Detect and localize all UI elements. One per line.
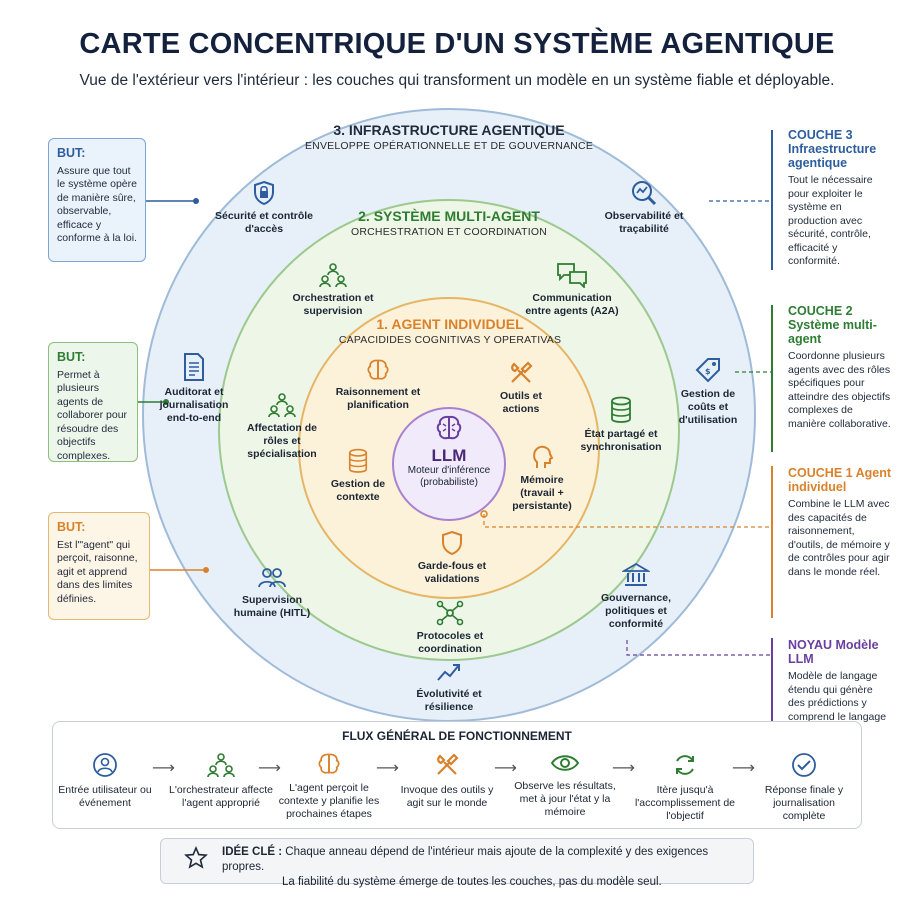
flow-step-1: Entrée utilisateur ou événement xyxy=(50,752,160,810)
page-title: CARTE CONCENTRIQUE D'UN SYSTÈME AGENTIQU… xyxy=(79,28,835,60)
refresh-icon xyxy=(676,755,694,775)
lock-icon xyxy=(254,180,274,206)
purpose-box-infrastructure: BUT: Assure que tout le système opère de… xyxy=(48,138,146,262)
middle-ring-subtitle: ORCHESTRATION ET COORDINATION xyxy=(351,226,547,238)
outer-node-scalability: Évolutivité et résilience xyxy=(399,660,499,714)
database-icon xyxy=(611,396,631,423)
brain-icon xyxy=(367,359,389,380)
purpose-box-agent: BUT: Est l'"agent" qui perçoit, raisonne… xyxy=(48,512,150,620)
team-icon xyxy=(207,753,235,778)
chat-bubbles-icon xyxy=(557,263,587,288)
inner-node-memory: Mémoire (travail + persistante) xyxy=(502,444,582,513)
brain-icon xyxy=(318,753,340,774)
flow-arrow: ⟶ xyxy=(732,760,755,777)
inner-node-guardrails: Garde-fous et validations xyxy=(406,530,498,586)
outer-ring-title: 3. INFRASTRUCTURE AGENTIQUE xyxy=(333,122,565,138)
middle-ring-title: 2. SYSTÈME MULTI-AGENT xyxy=(358,208,540,224)
inner-ring-subtitle: CAPACIDIDES COGNITIVAS Y OPERATIVAS xyxy=(338,334,562,346)
inner-node-tools: Outils et actions xyxy=(486,360,556,416)
magnifier-chart-icon xyxy=(632,181,657,206)
document-icon xyxy=(184,353,204,381)
check-icon xyxy=(792,753,816,777)
outer-ring-subtitle: ENVELOPPE OPÉRATIONNELLE ET DE GOUVERNAN… xyxy=(304,140,594,152)
institution-icon xyxy=(622,562,650,586)
key-idea-panel xyxy=(160,838,754,884)
svg-text:$: $ xyxy=(705,367,711,376)
flow-step-3: L'agent perçoit le contexte y planifie l… xyxy=(274,752,384,821)
database-icon xyxy=(348,448,368,473)
middle-node-protocols: Protocoles et coordination xyxy=(404,600,496,656)
inner-ring-title: 1. AGENT INDIVIDUEL xyxy=(376,316,524,332)
outer-node-observability: Observabilité et traçabilité xyxy=(594,180,694,236)
page-subtitle: Vue de l'extérieur vers l'intérieur : le… xyxy=(79,72,835,89)
team-icon xyxy=(319,263,347,288)
core-subtitle: Moteur d'inférence (probabiliste) xyxy=(407,465,491,488)
team-roles-icon xyxy=(268,393,296,418)
user-icon xyxy=(93,753,117,777)
flow-step-2: L'orchestrateur affecte l'agent appropri… xyxy=(166,752,276,810)
layer-desc-2: COUCHE 2 Système multi-agent Coordonne p… xyxy=(788,304,891,430)
inner-node-context: Gestion de contexte xyxy=(322,448,394,504)
flow-arrow: ⟶ xyxy=(612,760,635,777)
key-idea-line2: La fiabilité du système émerge de toutes… xyxy=(282,876,662,888)
flow-step-5: Observe les résultats, met à jour l'état… xyxy=(510,752,620,819)
flow-arrow: ⟶ xyxy=(152,760,175,777)
outer-node-supervision: Supervision humaine (HITL) xyxy=(222,566,322,620)
purpose-box-multi-agent: BUT: Permet à plusieurs agents de collab… xyxy=(48,342,138,462)
middle-node-roles: Affectation de rôles et spécialisation xyxy=(246,392,318,461)
flow-step-7: Réponse finale y journalisation complète xyxy=(752,752,856,823)
key-idea-label: IDÉE CLÉ : xyxy=(222,846,283,858)
key-idea-text: IDÉE CLÉ : Chaque anneau dépend de l'int… xyxy=(222,845,752,890)
outer-node-audit: Auditorat et journalisation end-to-end xyxy=(158,352,230,425)
eye-icon xyxy=(550,755,580,771)
flow-arrow: ⟶ xyxy=(258,760,281,777)
outer-node-costs: $ Gestion de coûts et d'utilisation xyxy=(670,356,746,427)
key-idea-line1: Chaque anneau dépend de l'intérieur mais… xyxy=(222,846,709,873)
star-icon xyxy=(184,846,208,869)
trend-up-icon xyxy=(437,664,460,681)
flow-arrow: ⟶ xyxy=(376,760,399,777)
flow-step-6: Itère jusqu'à l'accomplissement de l'obj… xyxy=(630,752,740,823)
outer-node-governance: Gouvernance, politiques et conformité xyxy=(586,562,686,631)
head-icon xyxy=(533,445,554,468)
tools-icon xyxy=(437,753,459,775)
flow-title: FLUX GÉNÉRAL DE FONCTIONNEMENT xyxy=(342,729,572,743)
middle-node-communication: Communication entre agents (A2A) xyxy=(524,262,620,318)
flow-step-4: Invoque des outils y agit sur le monde xyxy=(392,752,502,810)
flow-arrow: ⟶ xyxy=(494,760,517,777)
price-tag-icon: $ xyxy=(695,358,720,383)
people-icon xyxy=(258,568,286,588)
layer-desc-3: COUCHE 3 Infraestructure agentique Tout … xyxy=(788,128,877,267)
outer-node-security: Sécurité et contrôle d'accès xyxy=(214,180,314,236)
core-title: LLM xyxy=(431,446,467,465)
network-icon xyxy=(436,600,464,626)
inner-node-reasoning: Raisonnement et planification xyxy=(334,358,422,412)
middle-node-state: État partagé et synchronisation xyxy=(580,396,662,454)
layer-desc-1: COUCHE 1 Agent individuel Combine le LLM… xyxy=(788,466,892,578)
flow-panel xyxy=(52,721,862,829)
core-node: LLM Moteur d'inférence (probabiliste) xyxy=(399,414,499,489)
core-ring xyxy=(392,407,506,521)
middle-node-orchestration: Orchestration et supervision xyxy=(286,262,380,318)
brain-icon xyxy=(436,415,462,440)
tools-icon xyxy=(511,361,533,383)
shield-icon xyxy=(442,530,462,556)
